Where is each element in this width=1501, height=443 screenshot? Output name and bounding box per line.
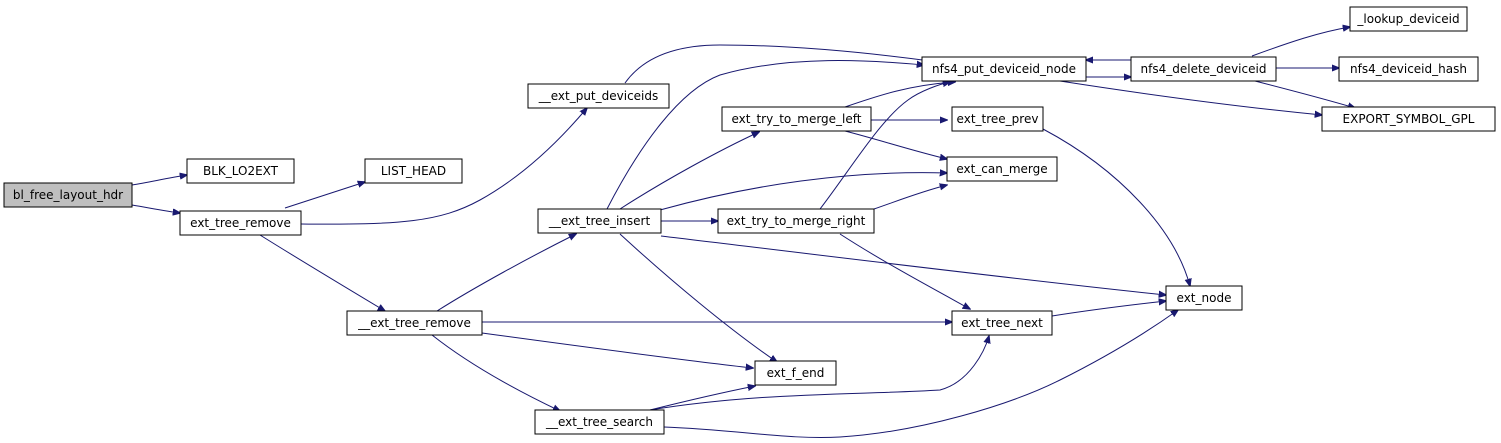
edge-ext_tree_remove-to-__ext_tree_remove <box>259 234 385 311</box>
node-nfs4_delete_deviceid[interactable]: nfs4_delete_deviceid <box>1130 56 1277 82</box>
node-ext_try_to_merge_left[interactable]: ext_try_to_merge_left <box>721 106 872 132</box>
edge-__ext_tree_insert-to-nfs4_put_deviceid_node <box>606 60 924 210</box>
edge-__ext_tree_insert-to-ext_try_to_merge_left <box>619 132 759 210</box>
edge-ext_tree_remove-to-list_head <box>284 182 365 209</box>
node-ext_f_end[interactable]: ext_f_end <box>754 360 837 386</box>
edge-__ext_tree_insert-to-ext_can_merge <box>659 173 947 211</box>
node-label: __ext_tree_insert <box>548 214 651 228</box>
edge-ext_try_to_merge_left-to-nfs4_put_deviceid_node <box>844 82 955 108</box>
node-label: ext_node <box>1177 291 1232 305</box>
node-label: BLK_LO2EXT <box>203 164 279 178</box>
edge-__ext_tree_remove-to-__ext_tree_search <box>431 334 560 411</box>
node-ext_tree_remove[interactable]: ext_tree_remove <box>179 210 302 236</box>
node-label: ext_f_end <box>767 366 825 380</box>
edge-ext_tree_prev-to-ext_node <box>1042 128 1190 286</box>
edge-__ext_tree_search-to-ext_node <box>663 310 1178 439</box>
node-label: ext_try_to_merge_right <box>727 214 866 228</box>
edge-ext_tree_remove-to-__ext_put_deviceids <box>300 108 587 225</box>
node-label: ext_can_merge <box>956 162 1047 176</box>
node-bl_free_layout_hdr[interactable]: bl_free_layout_hdr <box>3 182 133 208</box>
edge-ext_try_to_merge_right-to-ext_tree_next <box>839 233 970 309</box>
edge-nfs4_delete_deviceid-to-_lookup_deviceid <box>1251 27 1350 57</box>
node-export_symbol_gpl[interactable]: EXPORT_SYMBOL_GPL <box>1321 106 1496 132</box>
node-label: ext_try_to_merge_left <box>732 112 862 126</box>
node-label: _lookup_deviceid <box>1356 12 1459 26</box>
node-list_head[interactable]: LIST_HEAD <box>364 158 463 184</box>
edge-__ext_tree_insert-to-ext_f_end <box>619 233 777 362</box>
edge-nfs4_put_deviceid_node-to-export_symbol_gpl <box>1059 80 1322 115</box>
edge-bl_free_layout_hdr-to-blk_lo2ext <box>131 175 187 186</box>
edge-ext_try_to_merge_left-to-ext_can_merge <box>844 130 947 159</box>
node-__ext_tree_insert[interactable]: __ext_tree_insert <box>537 208 662 234</box>
node-nfs4_put_deviceid_node[interactable]: nfs4_put_deviceid_node <box>921 56 1087 82</box>
node-label: __ext_tree_remove <box>357 316 471 330</box>
node-__ext_tree_remove[interactable]: __ext_tree_remove <box>346 310 483 336</box>
edge-__ext_tree_remove-to-ext_f_end <box>481 332 753 368</box>
node-blk_lo2ext[interactable]: BLK_LO2EXT <box>186 158 295 184</box>
node-label: nfs4_put_deviceid_node <box>932 62 1076 76</box>
node-ext_node[interactable]: ext_node <box>1165 285 1243 311</box>
edge-ext_try_to_merge_right-to-nfs4_put_deviceid_node <box>819 82 950 210</box>
edge-__ext_tree_search-to-ext_f_end <box>649 386 755 411</box>
edge-__ext_tree_remove-to-__ext_tree_insert <box>436 234 576 312</box>
node-ext_tree_next[interactable]: ext_tree_next <box>951 310 1053 336</box>
edge-ext_try_to_merge_right-to-ext_can_merge <box>873 185 947 210</box>
node-label: ext_tree_prev <box>957 112 1039 126</box>
node-_lookup_deviceid[interactable]: _lookup_deviceid <box>1349 6 1468 32</box>
node-label: nfs4_deviceid_hash <box>1350 62 1467 76</box>
node-nfs4_deviceid_hash[interactable]: nfs4_deviceid_hash <box>1338 56 1479 82</box>
node-label: bl_free_layout_hdr <box>13 188 123 202</box>
node-label: ext_tree_remove <box>190 216 291 230</box>
node-ext_try_to_merge_right[interactable]: ext_try_to_merge_right <box>717 208 875 234</box>
node-label: EXPORT_SYMBOL_GPL <box>1343 112 1475 126</box>
edge-bl_free_layout_hdr-to-ext_tree_remove <box>131 204 180 213</box>
node-label: ext_tree_next <box>961 316 1043 330</box>
edge-__ext_put_deviceids-to-nfs4_put_deviceid_node <box>624 44 930 84</box>
node-label: nfs4_delete_deviceid <box>1141 62 1267 76</box>
node-__ext_put_deviceids[interactable]: __ext_put_deviceids <box>527 83 670 109</box>
edge-__ext_tree_search-to-ext_tree_next <box>649 336 989 411</box>
edge-ext_tree_next-to-ext_node <box>1051 301 1166 317</box>
edge-__ext_tree_insert-to-ext_node <box>660 235 1166 295</box>
node-label: __ext_tree_search <box>545 415 653 429</box>
node-label: __ext_put_deviceids <box>538 89 659 103</box>
node-__ext_tree_search[interactable]: __ext_tree_search <box>534 409 665 435</box>
node-ext_can_merge[interactable]: ext_can_merge <box>946 156 1058 182</box>
edges <box>131 27 1355 439</box>
edge-nfs4_delete_deviceid-to-export_symbol_gpl <box>1254 80 1355 108</box>
node-label: LIST_HEAD <box>381 164 446 178</box>
node-ext_tree_prev[interactable]: ext_tree_prev <box>951 106 1044 132</box>
